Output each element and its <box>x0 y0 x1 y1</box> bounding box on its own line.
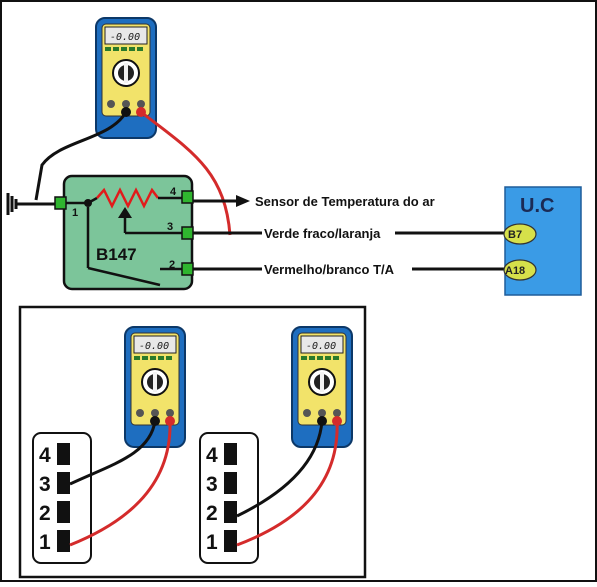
connector-right-pin-3: 3 <box>206 473 218 496</box>
black-probe-wire-top <box>34 111 128 201</box>
black-probe-wire-right <box>236 420 324 518</box>
ground-icon <box>6 193 56 215</box>
ecu-label: U.C <box>520 195 554 217</box>
red-probe-wire-right <box>236 420 339 547</box>
sensor-pin-1-terminal <box>54 196 67 210</box>
multimeter-top-display: -0.00 <box>110 32 140 43</box>
connector-left-pin-4: 4 <box>39 444 51 467</box>
sensor-pin-2-terminal <box>181 262 194 276</box>
sensor-pin-3-terminal <box>181 226 194 240</box>
connector-right-pin-1: 1 <box>206 531 218 554</box>
multimeter-left-display: -0.00 <box>139 341 169 352</box>
arrow-right-icon <box>236 195 250 207</box>
connector-left: 4 3 2 1 <box>32 432 92 564</box>
pin4-wire-label: Sensor de Temperatura do ar <box>255 194 435 209</box>
connector-left-pin-1: 1 <box>39 531 51 554</box>
pin3-wire-label: Verde fraco/laranja <box>264 226 381 241</box>
ecu-pin-b7-label: B7 <box>508 229 522 241</box>
ecu-pin-a18 <box>503 259 537 281</box>
sensor-pin-3-label: 3 <box>167 221 173 233</box>
ecu-pin-b7 <box>503 223 537 245</box>
connector-left-pin-2: 2 <box>39 502 51 525</box>
sensor-pin-1-label: 1 <box>72 207 78 219</box>
ecu-pin-a18-label: A18 <box>505 265 525 277</box>
connector-right-pin-2: 2 <box>206 502 218 525</box>
black-probe-wire-left <box>69 420 157 486</box>
ecu-unit: U.C B7 A18 <box>503 186 582 296</box>
sensor-label: B147 <box>96 245 137 264</box>
pin2-wire-label: Vermelho/branco T/A <box>264 262 395 277</box>
red-probe-wire-left <box>69 420 172 547</box>
connector-right: 4 3 2 1 <box>199 432 259 564</box>
multimeter-right-display: -0.00 <box>306 341 336 352</box>
sensor-pin-4-label: 4 <box>170 186 177 198</box>
connector-right-pin-4: 4 <box>206 444 218 467</box>
multimeter-left: -0.00 <box>124 326 186 448</box>
sensor-pin-2-label: 2 <box>169 259 175 271</box>
connector-left-pin-3: 3 <box>39 473 51 496</box>
red-probe-wire-top <box>140 110 232 236</box>
multimeter-top: -0.00 <box>95 17 157 139</box>
sensor-pin-4-terminal <box>181 190 194 204</box>
sensor-b147: 1 4 3 2 B147 <box>54 174 194 291</box>
thermistor-resistor <box>96 187 159 209</box>
